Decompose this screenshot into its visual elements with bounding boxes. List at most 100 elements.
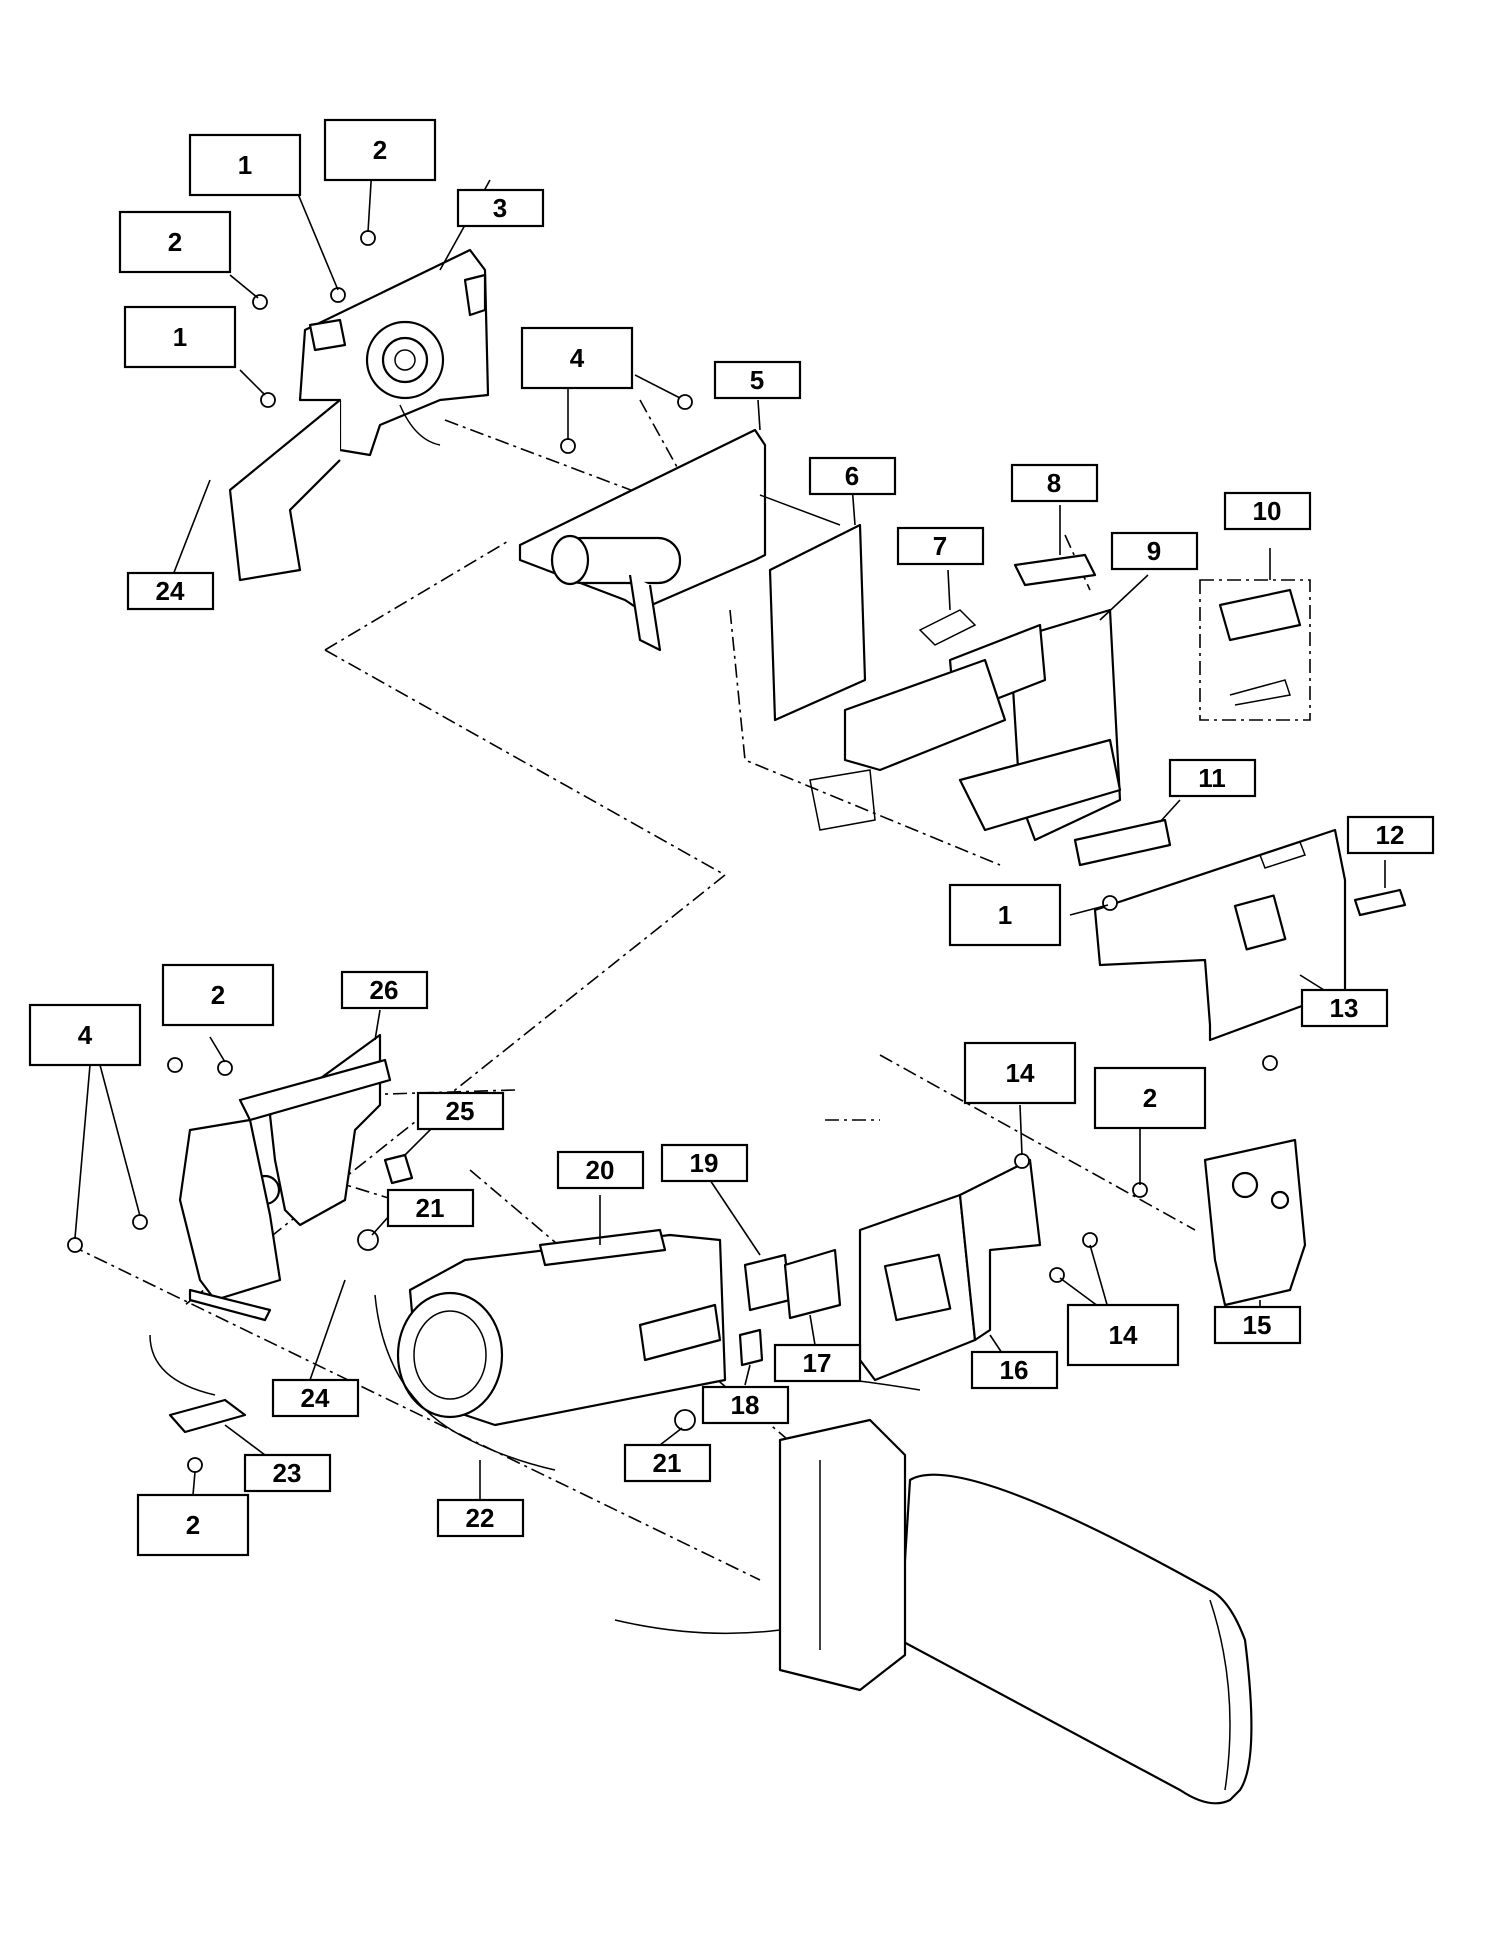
screw-icon: [167, 1057, 183, 1073]
bar-23: [168, 1398, 247, 1434]
washer-icon: [674, 1409, 696, 1431]
shield-10-group: [1199, 579, 1311, 721]
callout-label: 21: [653, 1448, 682, 1478]
callout-label: 7: [933, 531, 947, 561]
callout-label: 21: [416, 1193, 445, 1223]
screw-icon: [330, 287, 346, 303]
callout-label: 26: [370, 975, 399, 1005]
screw-icon: [1132, 1182, 1148, 1198]
callout-label: 2: [1143, 1083, 1157, 1113]
callout-label: 1: [998, 900, 1012, 930]
callout-25: 25: [416, 1091, 505, 1131]
screw-icon: [67, 1237, 83, 1253]
callout-5: 5: [713, 360, 802, 400]
screw-icon: [132, 1214, 148, 1230]
circuit-board-6: [768, 523, 867, 722]
callout-label: 1: [173, 322, 187, 352]
callout-22: 22: [436, 1498, 525, 1538]
callout-label: 14: [1109, 1320, 1138, 1350]
callout-label: 6: [845, 461, 859, 491]
callout-6: 6: [808, 456, 897, 496]
callout-24: 24: [126, 571, 215, 611]
callout-label: 18: [731, 1390, 760, 1420]
callout-label: 23: [273, 1458, 302, 1488]
callout-1: 1: [948, 883, 1062, 947]
callout-label: 14: [1006, 1058, 1035, 1088]
tab-25: [383, 1153, 414, 1185]
wire-23: [149, 1334, 216, 1396]
screw-icon: [677, 394, 693, 410]
callout-4: 4: [520, 326, 634, 390]
callout-9: 9: [1110, 531, 1199, 571]
main-barrel-unit: [614, 1374, 1253, 1805]
plate-15: [1203, 1138, 1307, 1307]
plate-18: [738, 1328, 764, 1367]
main-board-13: [1093, 828, 1347, 1042]
callout-label: 2: [186, 1510, 200, 1540]
callout-label: 3: [493, 193, 507, 223]
callout-2: 2: [1093, 1066, 1207, 1130]
callout-label: 22: [466, 1503, 495, 1533]
callout-label: 9: [1147, 536, 1161, 566]
callout-label: 19: [690, 1148, 719, 1178]
pad-8: [1013, 553, 1097, 587]
callout-17: 17: [773, 1343, 862, 1383]
frame-17: [783, 1248, 842, 1320]
callout-15: 15: [1213, 1305, 1302, 1345]
callout-21: 21: [386, 1188, 475, 1228]
callout-13: 13: [1300, 988, 1389, 1028]
screw-icon: [187, 1457, 203, 1473]
callout-12: 12: [1346, 815, 1435, 855]
callout-label: 20: [586, 1155, 615, 1185]
pad-11: [1073, 818, 1172, 867]
callout-4: 4: [28, 1003, 142, 1067]
callout-10: 10: [1223, 491, 1312, 531]
filter-19: [743, 1253, 792, 1312]
callout-26: 26: [340, 970, 429, 1010]
callout-24: 24: [271, 1378, 360, 1418]
callout-label: 25: [446, 1096, 475, 1126]
callout-18: 18: [701, 1385, 790, 1425]
screw-icon: [1082, 1232, 1098, 1248]
callout-19: 19: [660, 1143, 749, 1183]
washer-icon: [357, 1229, 379, 1251]
callout-label: 5: [750, 365, 764, 395]
callout-label: 11: [1198, 763, 1226, 793]
callout-2: 2: [118, 210, 232, 274]
bracket-plate-top-left: [228, 248, 490, 582]
callout-label: 16: [1000, 1355, 1029, 1385]
callout-label: 4: [78, 1020, 93, 1050]
callout-label: 24: [156, 576, 185, 606]
screw-icon: [360, 230, 376, 246]
callout-label: 24: [301, 1383, 330, 1413]
frame-assembly: [809, 608, 1122, 842]
callout-label: 17: [803, 1348, 832, 1378]
callout-7: 7: [896, 526, 985, 566]
cable-22: [374, 1294, 556, 1471]
left-frame-assembly: [178, 1033, 392, 1322]
screw-icon: [1102, 895, 1118, 911]
callout-1: 1: [188, 133, 302, 197]
screw-icon: [560, 438, 576, 454]
callout-label: 12: [1376, 820, 1405, 850]
callout-label: 13: [1330, 993, 1359, 1023]
callout-11: 11: [1168, 758, 1257, 798]
lens-block-20: [396, 1228, 727, 1427]
callout-8: 8: [1010, 463, 1099, 503]
screw-icon: [252, 294, 268, 310]
screw-icon: [1014, 1153, 1030, 1169]
callout-label: 2: [373, 135, 387, 165]
callout-2: 2: [161, 963, 275, 1027]
screw-icon: [260, 392, 276, 408]
sensor-bracket-16: [858, 1158, 1042, 1382]
callout-20: 20: [556, 1150, 645, 1190]
callout-21: 21: [623, 1443, 712, 1483]
chassis-with-cylinder: [518, 428, 841, 652]
pad-12: [1353, 888, 1407, 917]
callout-16: 16: [970, 1350, 1059, 1390]
callout-label: 10: [1253, 496, 1282, 526]
callout-2: 2: [136, 1493, 250, 1557]
callout-label: 8: [1047, 468, 1061, 498]
screw-icon: [1262, 1055, 1278, 1071]
